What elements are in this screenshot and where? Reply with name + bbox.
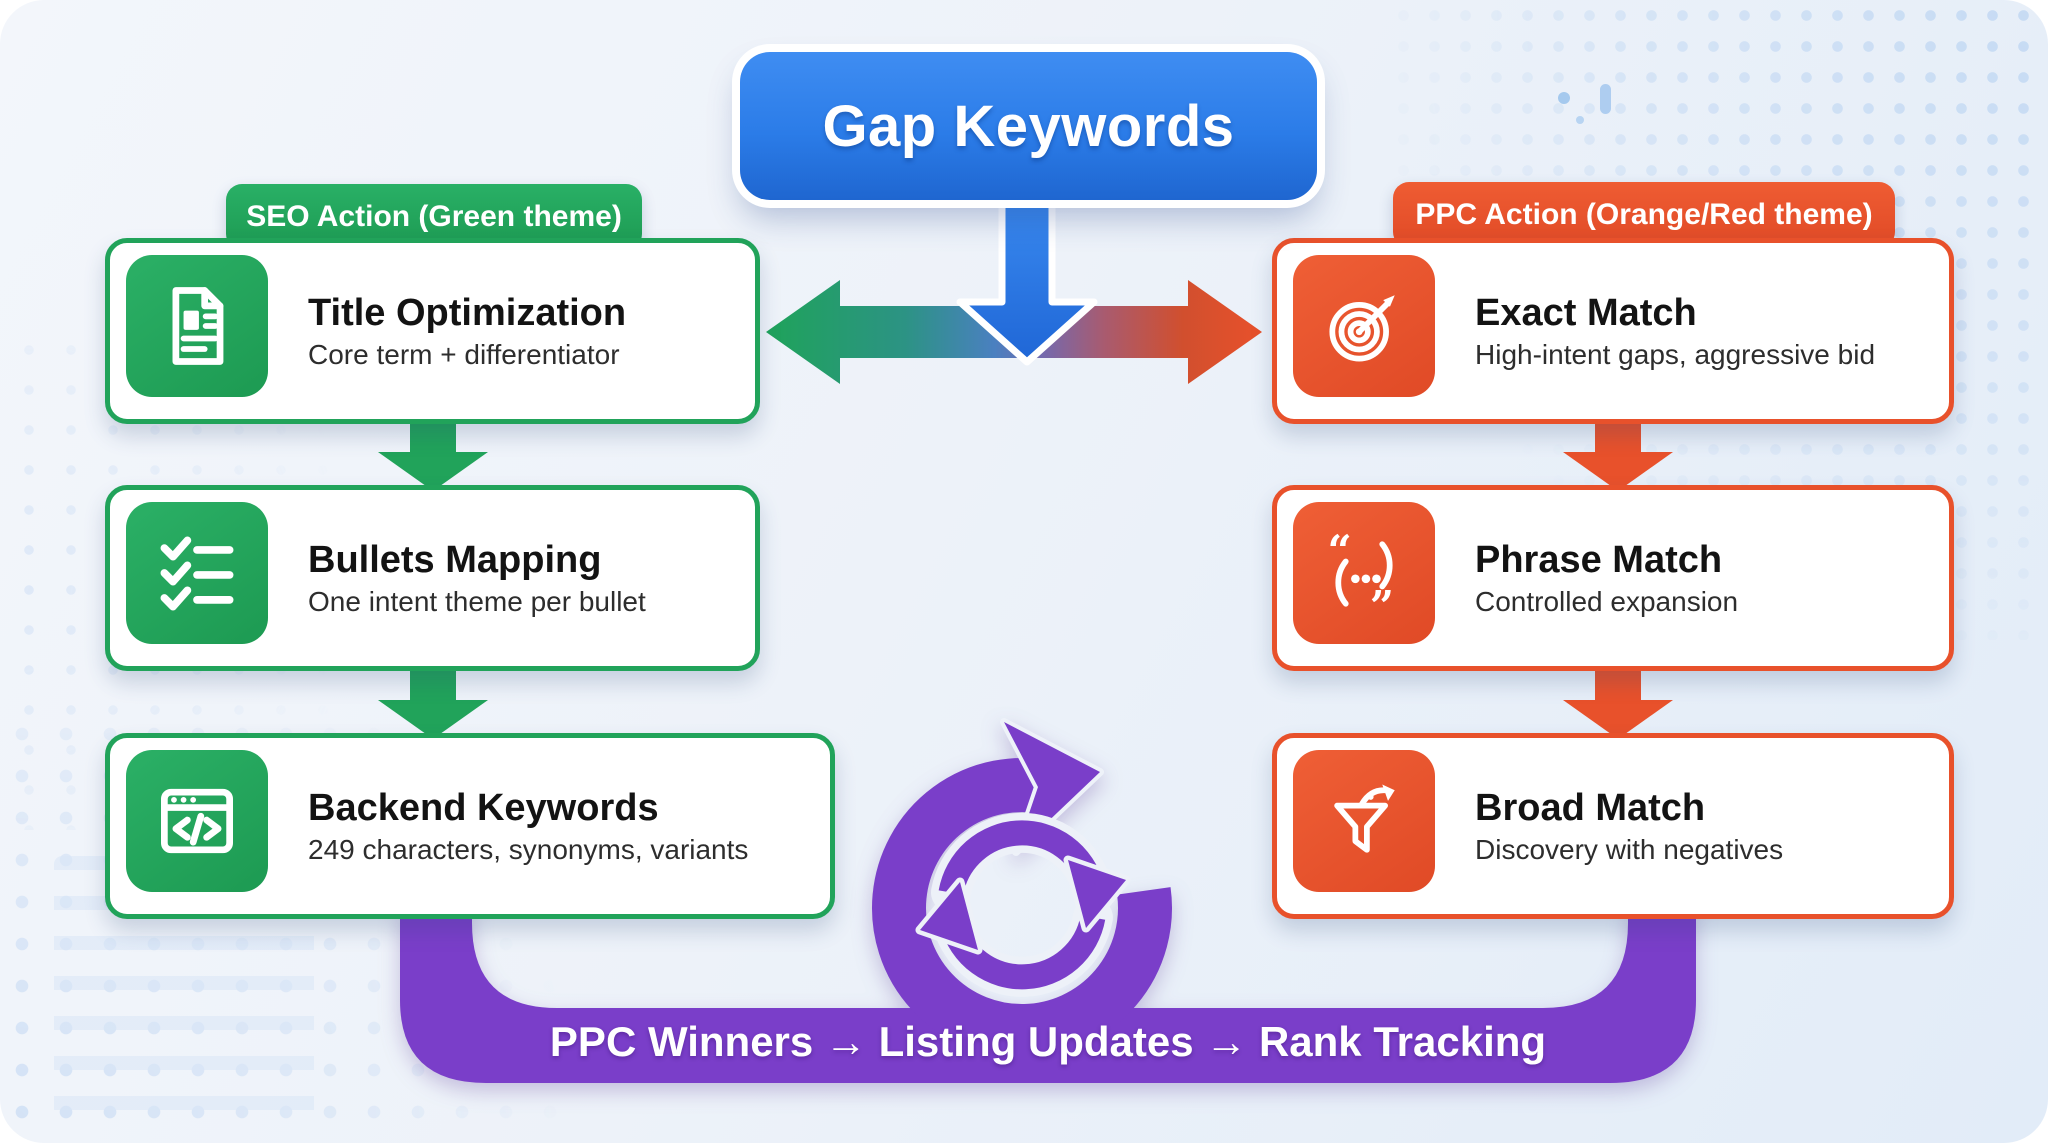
ppc-tab-label: PPC Action (Orange/Red theme) [1415, 198, 1873, 231]
gap-keywords-title: Gap Keywords [822, 93, 1235, 159]
card-title: Bullets Mapping [308, 538, 602, 581]
seo-tab-label: SEO Action (Green theme) [246, 200, 622, 233]
svg-text:“: “ [1328, 525, 1352, 575]
card-phrase-match: “ ” Phrase Match Controlled expansion [1272, 485, 1954, 671]
ppc-column-tab: PPC Action (Orange/Red theme) [1393, 182, 1895, 248]
sparkle-bar [1600, 84, 1611, 114]
card-backend-keywords: Backend Keywords 249 characters, synonym… [105, 733, 835, 919]
loop-band-label: PPC Winners → Listing Updates → Rank Tra… [549, 1018, 1547, 1065]
sparkle-dot [1558, 92, 1570, 104]
card-title-optimization: Title Optimization Core term + different… [105, 238, 760, 424]
code-icon [126, 750, 268, 892]
funnel-icon [1293, 750, 1435, 892]
sync-icon [915, 812, 1131, 997]
loop-ring-arrowhead [1000, 718, 1104, 856]
sparkle-dot [1576, 116, 1584, 124]
card-title: Phrase Match [1475, 538, 1723, 581]
card-subtitle: High-intent gaps, aggressive bid [1475, 338, 1876, 370]
gap-keywords-header: Gap Keywords [740, 52, 1317, 200]
card-title: Exact Match [1475, 291, 1697, 334]
card-title: Backend Keywords [308, 786, 659, 829]
card-broad-match: Broad Match Discovery with negatives [1272, 733, 1954, 919]
card-subtitle: One intent theme per bullet [308, 585, 646, 617]
loop-ring [872, 758, 1172, 1058]
checklist-icon [126, 502, 268, 644]
document-icon [126, 255, 268, 397]
target-icon [1293, 255, 1435, 397]
card-bullets-mapping: Bullets Mapping One intent theme per bul… [105, 485, 760, 671]
seo-ppc-split-arrow [766, 280, 1262, 384]
card-subtitle: Controlled expansion [1475, 585, 1739, 617]
card-exact-match: Exact Match High-intent gaps, aggressive… [1272, 238, 1954, 424]
card-title: Title Optimization [308, 291, 627, 334]
card-subtitle: Core term + differentiator [308, 338, 620, 370]
card-subtitle: Discovery with negatives [1475, 833, 1784, 865]
card-subtitle: 249 characters, synonyms, variants [308, 833, 749, 865]
card-title: Broad Match [1475, 786, 1706, 829]
svg-text:”: ” [1370, 581, 1394, 621]
quotes-icon: “ ” [1293, 502, 1435, 644]
